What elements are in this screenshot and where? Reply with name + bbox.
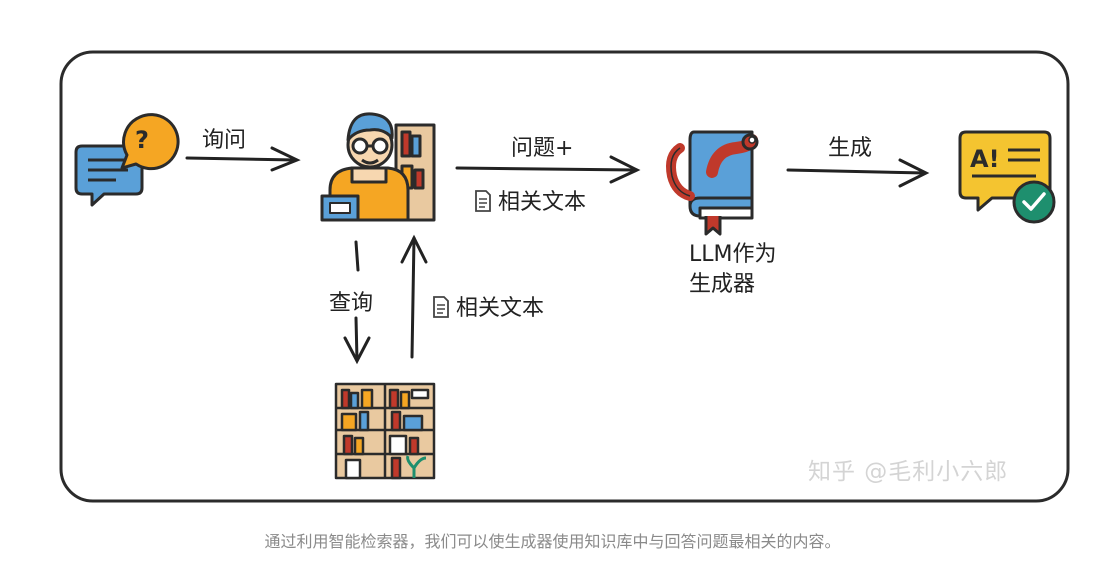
svg-text:?: ? (135, 126, 149, 154)
label-ask: 询问 (202, 128, 247, 153)
label-question-plus: 问题+ (511, 136, 574, 161)
ai-answer-check-icon: A! (958, 130, 1056, 224)
label-llm-generator-2: 生成器 (689, 272, 756, 297)
label-related-text-side-text: 相关文本 (456, 296, 545, 321)
svg-text:A!: A! (970, 145, 1000, 173)
chat-question-icon: ? (74, 113, 180, 207)
label-related-text-top-text: 相关文本 (498, 190, 587, 215)
label-llm-generator-1: LLM作为 (689, 242, 777, 267)
watermark: 知乎 @毛利小六郎 (808, 459, 1009, 485)
bookshelf-library-icon (334, 382, 436, 480)
document-icon (475, 190, 491, 212)
arrow-question (455, 155, 641, 184)
arrow-ask (185, 146, 301, 172)
label-query: 查询 (329, 291, 374, 316)
arrow-related-up (400, 234, 428, 359)
diagram-frame (59, 50, 1070, 503)
arrow-query-down (343, 240, 371, 365)
arrow-generate (786, 158, 930, 188)
label-related-text-top: 相关文本 (474, 184, 586, 216)
document-icon (433, 296, 449, 318)
figure-caption: 通过利用智能检索器，我们可以使生成器使用知识库中与回答问题最相关的内容。 (264, 532, 841, 551)
person-at-bookshelf-icon (320, 112, 436, 222)
book-with-worm-icon (666, 130, 759, 236)
label-generate: 生成 (828, 136, 873, 161)
label-related-text-side: 相关文本 (432, 290, 544, 322)
